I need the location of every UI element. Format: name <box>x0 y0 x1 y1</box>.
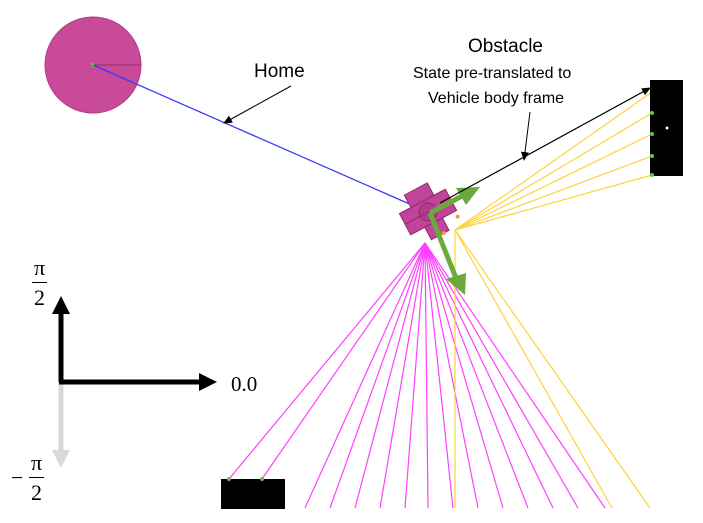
angle-axes <box>52 296 217 468</box>
angle-zero-label: 0.0 <box>231 372 258 396</box>
yellow-ray <box>454 91 653 231</box>
fraction-bar <box>29 477 45 478</box>
obstacle-pointer <box>439 87 651 204</box>
magenta-ray <box>329 242 426 509</box>
magenta-ray <box>424 242 579 509</box>
magenta-ray <box>424 242 554 509</box>
magenta-ray <box>404 242 426 509</box>
fraction-bar <box>32 282 48 283</box>
magenta-ray <box>424 242 454 509</box>
magenta-ray <box>424 242 429 509</box>
obstacle-right <box>650 80 683 177</box>
obstacle-note-line1: State pre-translated to <box>413 65 572 82</box>
obstacle-title: Obstacle <box>468 36 543 57</box>
yellow-ray <box>454 229 651 509</box>
home-callout-arrow <box>223 85 292 124</box>
magenta-ray <box>424 242 479 509</box>
magenta-ray <box>304 242 426 509</box>
yellow-ray <box>454 133 653 231</box>
angle-pos-den: 2 <box>34 285 46 310</box>
angle-neg-num: π <box>31 450 43 475</box>
magenta-ray <box>424 242 504 509</box>
magenta-ray <box>354 242 426 509</box>
angle-pos-num: π <box>34 255 46 280</box>
angle-neg-den: 2 <box>31 480 43 505</box>
yellow-ray <box>454 174 653 231</box>
magenta-ray <box>424 242 529 509</box>
magenta-ray <box>228 242 426 480</box>
obstacle-note-line2: Vehicle body frame <box>428 90 565 107</box>
magenta-sensor-rays <box>228 242 606 509</box>
angle-pos-label: π 2 <box>32 255 48 310</box>
yellow-ray <box>454 155 653 231</box>
vehicle <box>398 182 460 241</box>
obstacle-bottom <box>221 477 285 509</box>
home-label: Home <box>254 61 305 82</box>
yellow-ray <box>454 229 613 509</box>
magenta-ray <box>261 242 426 480</box>
obstacle-callout-arrow <box>521 111 531 161</box>
magenta-ray <box>379 242 426 509</box>
home-line <box>92 64 431 214</box>
angle-neg-sign: − <box>11 465 24 490</box>
yellow-ray <box>454 112 653 231</box>
angle-neg-label: π 2 <box>29 450 45 505</box>
